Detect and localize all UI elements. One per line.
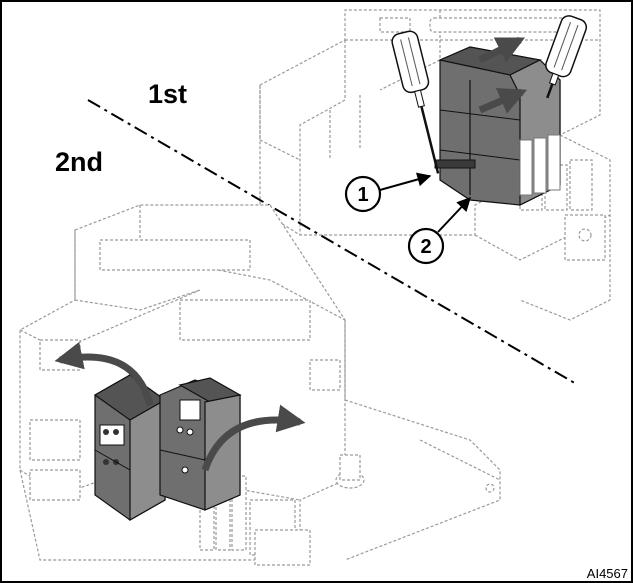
screwdriver-icon [391,15,588,174]
reference-code: AI4567 [587,566,628,581]
lower-left-contactor-module [93,374,167,522]
callout-1: 1 [344,172,432,213]
step-label-second: 2nd [55,147,103,177]
lower-right-contactor-module [159,377,242,511]
separator-line [87,99,579,386]
callout-number: 1 [357,184,368,206]
rotate-arrow-icon [54,341,306,472]
callout-number: 2 [420,236,431,258]
push-arrow-icon [478,36,528,114]
callout-2: 2 [407,196,471,265]
step-label-first: 1st [148,79,187,109]
upper-contactor-module [434,46,561,206]
